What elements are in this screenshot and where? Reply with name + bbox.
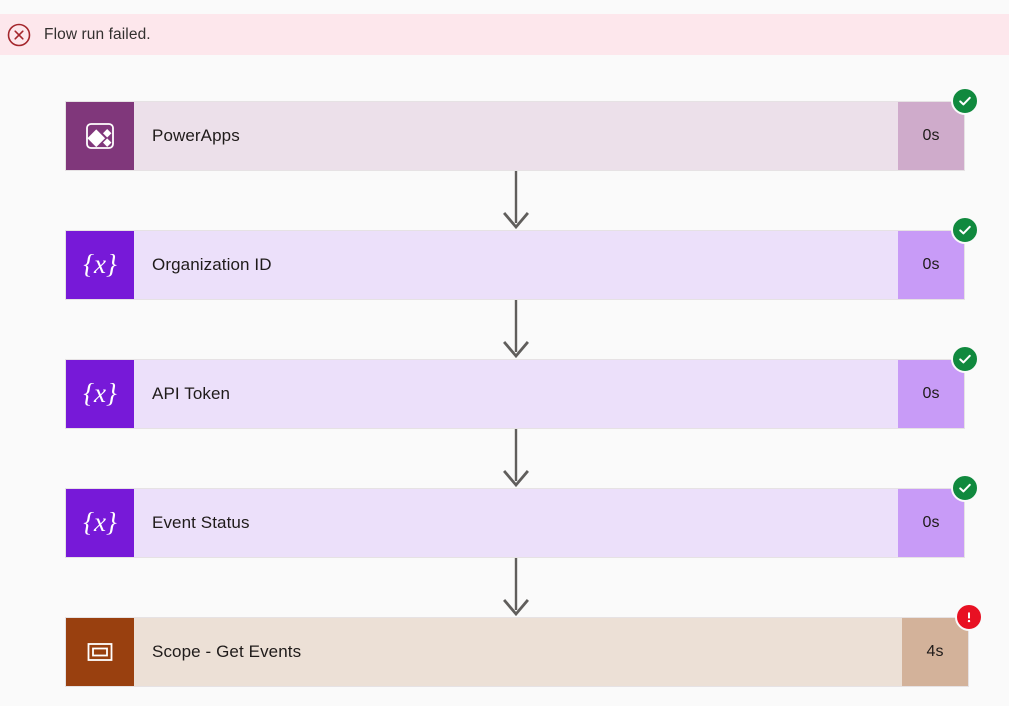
flow-node-powerapps[interactable]: PowerApps 0s bbox=[66, 87, 979, 170]
flow-node-duration: 0s bbox=[898, 102, 964, 170]
flow-node-duration: 0s bbox=[898, 231, 964, 299]
svg-text:{x}: {x} bbox=[83, 249, 117, 279]
status-badge-success bbox=[951, 474, 979, 502]
powerapps-icon bbox=[66, 102, 134, 170]
flow-node-body: Event Status bbox=[134, 489, 898, 557]
flow-node-body: API Token bbox=[134, 360, 898, 428]
flow-node-title: API Token bbox=[152, 384, 231, 403]
flow-run-status-banner: Flow run failed. bbox=[0, 14, 1009, 55]
flow-node-title: PowerApps bbox=[152, 126, 240, 145]
flow-node-title: Scope - Get Events bbox=[152, 642, 302, 661]
flow-node-duration: 4s bbox=[902, 618, 968, 686]
status-badge-success bbox=[951, 87, 979, 115]
flow-node-title: Organization ID bbox=[152, 255, 272, 274]
flow-run-graph: PowerApps 0s {x} Organization ID 0s bbox=[0, 55, 1009, 706]
flow-node-body: Organization ID bbox=[134, 231, 898, 299]
status-badge-success bbox=[951, 216, 979, 244]
flow-node-scope-get-events[interactable]: Scope - Get Events 4s bbox=[66, 603, 983, 686]
status-badge-success bbox=[951, 345, 979, 373]
status-badge-failed bbox=[955, 603, 983, 631]
variable-braces-x-icon: {x} bbox=[66, 489, 134, 557]
banner-message: Flow run failed. bbox=[44, 25, 151, 43]
connector-arrow-3 bbox=[501, 429, 531, 488]
flow-node-api-token[interactable]: {x} API Token 0s bbox=[66, 345, 979, 428]
error-circle-x-icon bbox=[6, 22, 32, 48]
flow-node-duration: 0s bbox=[898, 360, 964, 428]
variable-braces-x-icon: {x} bbox=[66, 360, 134, 428]
connector-arrow-1 bbox=[501, 171, 531, 230]
flow-node-body: PowerApps bbox=[134, 102, 898, 170]
scope-rectangle-icon bbox=[66, 618, 134, 686]
variable-braces-x-icon: {x} bbox=[66, 231, 134, 299]
connector-arrow-2 bbox=[501, 300, 531, 359]
flow-node-body: Scope - Get Events bbox=[134, 618, 902, 686]
connector-arrow-4 bbox=[501, 558, 531, 617]
flow-node-duration: 0s bbox=[898, 489, 964, 557]
flow-node-event-status[interactable]: {x} Event Status 0s bbox=[66, 474, 979, 557]
flow-node-title: Event Status bbox=[152, 513, 250, 532]
svg-text:{x}: {x} bbox=[83, 507, 117, 537]
flow-node-organization-id[interactable]: {x} Organization ID 0s bbox=[66, 216, 979, 299]
svg-text:{x}: {x} bbox=[83, 378, 117, 408]
